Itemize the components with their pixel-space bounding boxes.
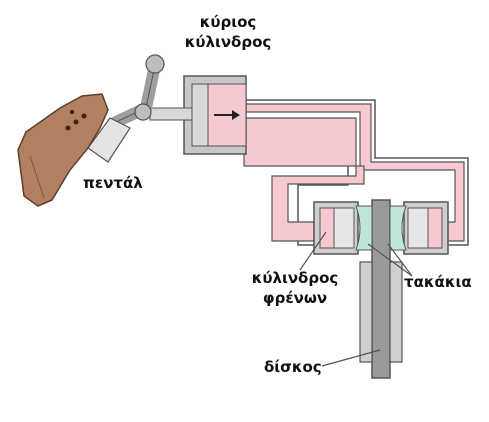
shoe-icon [17,93,109,207]
caliper-cylinder-right [403,201,449,255]
master-cylinder [149,75,247,155]
pedal-label: πεντάλ [83,174,143,192]
brake-cylinder-label: κύλινδρος φρένων [246,268,344,308]
master-cylinder-label: κύριος κύλινδρος [183,12,273,52]
master-cylinder-label-line1: κύριος [199,13,257,31]
master-cylinder-label-line2: κύλινδρος [184,33,272,51]
brake-cylinder-label-line2: φρένων [262,289,328,307]
pedal-linkage [87,54,165,163]
brake-pads [355,205,407,251]
leader-lines [299,231,413,367]
arrow-right-icon [214,110,240,120]
brake-disc [359,199,403,379]
caliper-cylinder-left [313,201,359,255]
brake-cylinder-label-line1: κύλινδρος [251,269,339,287]
disc-label: δίσκος [264,358,322,376]
pads-label: τακάκια [404,273,472,291]
